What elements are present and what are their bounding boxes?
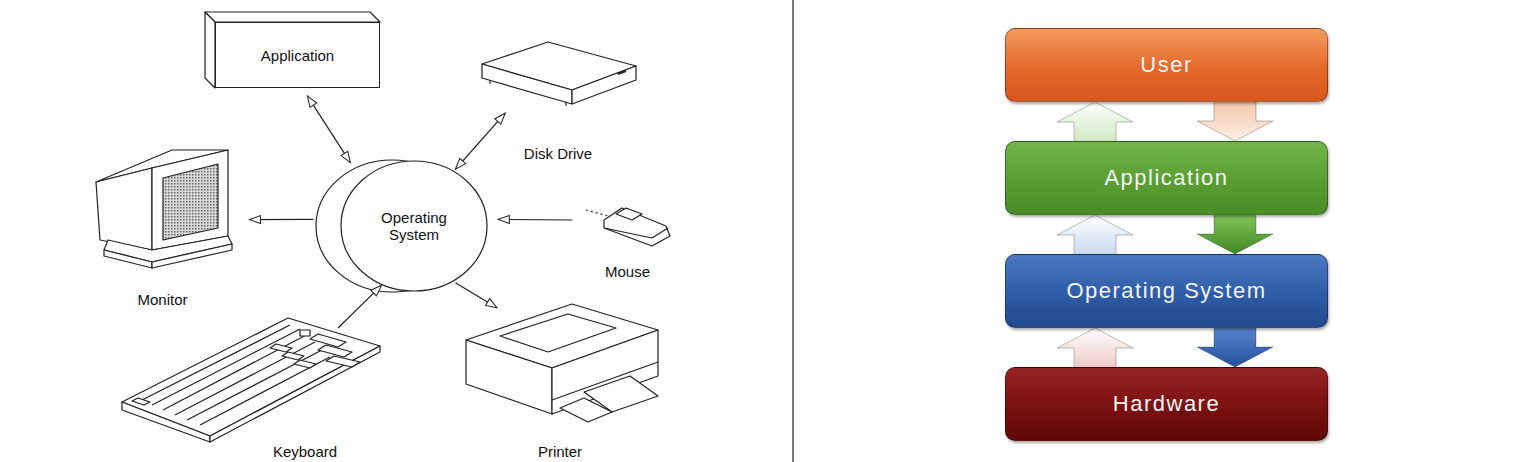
hardware-band: Hardware <box>1005 367 1328 441</box>
keyboard-node: Keyboard <box>115 315 385 460</box>
node-label: Disk Drive <box>522 145 594 162</box>
node-label: Operating System <box>369 209 459 244</box>
arrow-line <box>338 285 381 328</box>
node-label: Monitor <box>135 291 189 308</box>
box-top <box>205 12 380 22</box>
layer-label: Operating System <box>1066 278 1266 304</box>
application-band: Application <box>1005 141 1328 215</box>
keyboard-icon <box>122 318 380 442</box>
disk-drive-node: Disk Drive <box>478 40 638 162</box>
arrow-line <box>455 113 505 169</box>
down-block-arrow <box>1197 213 1273 254</box>
user-band: User <box>1005 28 1328 102</box>
mouse-icon <box>586 208 670 246</box>
box-side <box>205 12 215 88</box>
printer-node: Printer <box>460 298 660 460</box>
monitor-node: Monitor <box>90 138 235 308</box>
up-block-arrow <box>1057 328 1133 369</box>
node-label: Keyboard <box>271 443 339 460</box>
arrow-line <box>307 96 350 163</box>
arrow-line <box>250 219 314 220</box>
operating-system-band: Operating System <box>1005 254 1328 328</box>
application-box: Application <box>215 22 380 88</box>
layer-label: Hardware <box>1113 391 1220 417</box>
down-block-arrow <box>1197 326 1273 367</box>
node-label: Printer <box>536 443 584 460</box>
layer-label: User <box>1140 52 1192 78</box>
node-label: Mouse <box>603 263 652 280</box>
monitor-icon <box>96 150 232 268</box>
down-block-arrow <box>1197 100 1273 141</box>
layer-label: Application <box>1104 165 1228 191</box>
up-block-arrow <box>1057 102 1133 143</box>
arrow-line <box>455 283 497 308</box>
printer-icon <box>466 304 658 422</box>
panel-divider <box>792 0 793 462</box>
disk-drive-icon <box>482 42 636 106</box>
arrow-line <box>498 219 572 221</box>
up-block-arrow <box>1057 215 1133 256</box>
operating-system-disc: Operating System <box>340 160 488 292</box>
mouse-node: Mouse <box>580 200 675 280</box>
node-label: Application <box>261 47 334 64</box>
